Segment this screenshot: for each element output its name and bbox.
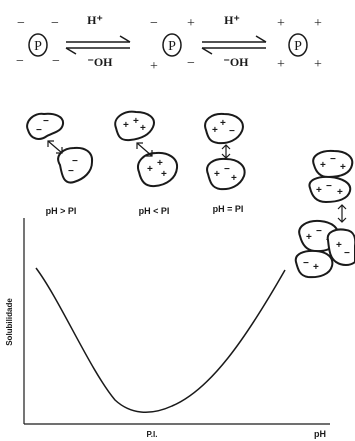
- charge-plus: +: [147, 164, 153, 175]
- x-axis-label: pH: [314, 429, 326, 439]
- solubility-chart: Solubilidade P.I. pH: [5, 218, 330, 439]
- charge-plus: +: [277, 57, 285, 72]
- interaction-left: − − − − pH > PI: [27, 114, 92, 216]
- reagent-oh-minus: ⁻OH: [223, 55, 249, 69]
- charge-plus: +: [336, 240, 342, 251]
- charge-minus: −: [51, 16, 59, 31]
- charge-plus: +: [140, 123, 146, 134]
- charge-plus: +: [161, 169, 167, 180]
- charge-minus: −: [326, 181, 332, 192]
- solubility-curve: [36, 268, 285, 412]
- charge-minus: −: [68, 166, 74, 177]
- charge-plus: +: [340, 162, 346, 173]
- interaction-middle: + + + + + + pH < PI: [115, 112, 177, 216]
- charge-plus: +: [337, 187, 343, 198]
- charge-plus: +: [214, 169, 220, 180]
- reagent-oh-minus: ⁻OH: [87, 55, 113, 69]
- charge-plus: +: [133, 116, 139, 127]
- reagent-h-plus: H⁺: [87, 13, 103, 27]
- charge-minus: −: [224, 164, 230, 175]
- interaction-label: pH < PI: [139, 206, 170, 216]
- charge-plus: +: [212, 125, 218, 136]
- charge-minus: −: [52, 54, 60, 69]
- charge-minus: −: [36, 125, 42, 136]
- interaction-label: pH > PI: [46, 206, 77, 216]
- protein-negative: P − − − −: [16, 16, 60, 69]
- protein-symbol: P: [294, 39, 302, 54]
- protein-positive: P + + + +: [277, 16, 322, 72]
- charge-minus: −: [150, 16, 158, 31]
- charge-plus: +: [277, 16, 285, 31]
- charge-minus: −: [17, 16, 25, 31]
- x-tick-pi: P.I.: [147, 430, 158, 439]
- protein-neutral: P − + + −: [150, 16, 195, 74]
- equilibrium-arrows: H⁺ ⁻OH: [66, 13, 130, 69]
- charge-minus: −: [16, 54, 24, 69]
- charge-minus: −: [303, 258, 309, 269]
- charge-plus: +: [150, 59, 158, 74]
- charge-minus: −: [316, 226, 322, 237]
- charge-plus: +: [306, 232, 312, 243]
- charge-plus: +: [316, 185, 322, 196]
- charge-plus: +: [123, 120, 129, 131]
- charge-plus: +: [314, 16, 322, 31]
- charge-plus: +: [157, 158, 163, 169]
- charge-minus: −: [43, 116, 49, 127]
- protein-symbol: P: [34, 39, 42, 54]
- protein-symbol: P: [168, 39, 176, 54]
- interaction-right: + + − + − + pH = PI: [205, 114, 244, 214]
- charge-minus: −: [229, 126, 235, 137]
- charge-minus: −: [330, 154, 336, 165]
- charge-plus: +: [314, 57, 322, 72]
- protein-aggregate: + − + + − + + − + + − − +: [296, 151, 355, 277]
- charge-minus: −: [344, 248, 350, 259]
- equilibrium-arrows: H⁺ ⁻OH: [202, 13, 266, 69]
- charge-plus: +: [313, 262, 319, 273]
- charge-plus: +: [320, 160, 326, 171]
- charge-plus: +: [187, 16, 195, 31]
- equilibrium-row: P − − − − H⁺ ⁻OH P − + + − H⁺: [16, 13, 322, 74]
- reagent-h-plus: H⁺: [224, 13, 240, 27]
- charge-plus: +: [220, 118, 226, 129]
- charge-minus: −: [187, 56, 195, 71]
- interaction-label: pH = PI: [213, 204, 244, 214]
- charge-plus: +: [231, 173, 237, 184]
- y-axis-label: Solubilidade: [5, 298, 14, 346]
